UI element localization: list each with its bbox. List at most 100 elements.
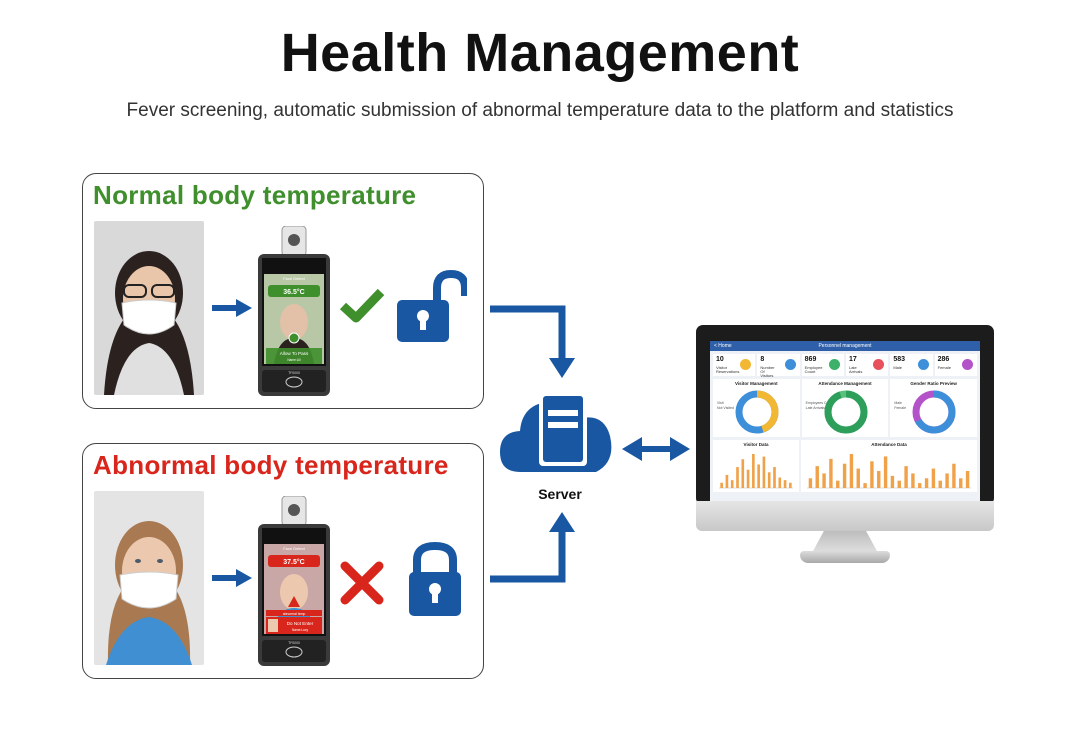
bar xyxy=(883,456,888,488)
bar xyxy=(783,480,787,488)
arrowhead-left xyxy=(622,437,642,461)
monitor-stand xyxy=(812,531,878,553)
status-text-normal: Allow To Pass xyxy=(280,351,309,356)
bar xyxy=(752,454,755,488)
unlocked-icon xyxy=(397,270,467,342)
device-header-abnormal: Face Detect xyxy=(283,546,305,551)
donut-chart xyxy=(824,390,868,434)
bar xyxy=(773,467,776,488)
bar xyxy=(856,468,860,488)
bar xyxy=(778,477,782,488)
bar xyxy=(762,456,766,488)
device-header-normal: Face Detect xyxy=(283,276,305,281)
bar xyxy=(911,473,915,488)
stat-number: 17 xyxy=(848,356,857,363)
arrow-abnormal-to-server xyxy=(490,530,566,583)
bar xyxy=(931,468,936,488)
male-icon xyxy=(917,359,929,370)
female-icon xyxy=(961,359,973,370)
woman-photo-normal xyxy=(94,221,204,395)
arrow-normal-to-server xyxy=(490,305,566,360)
temperature-readout-normal: 36.5°C xyxy=(283,288,304,296)
legend-item: Female xyxy=(894,406,907,410)
server-cloud-icon xyxy=(500,392,612,472)
bar xyxy=(836,480,840,488)
bar xyxy=(829,458,833,488)
attendance-bar-chart xyxy=(807,454,971,489)
bar xyxy=(741,459,745,488)
check-icon xyxy=(339,288,385,323)
stat-number: 10 xyxy=(716,356,724,363)
donut-chart xyxy=(735,390,779,434)
bar xyxy=(730,480,734,488)
woman-photo-abnormal xyxy=(94,491,204,665)
card-title: Gender Ratio Preview xyxy=(910,381,957,386)
bar xyxy=(757,464,760,488)
home-back-link[interactable]: < Home xyxy=(714,343,732,349)
page-title: Health Management xyxy=(280,23,800,83)
arrowhead-normal-down xyxy=(549,358,575,378)
bar xyxy=(720,482,723,488)
arrowhead-right xyxy=(670,437,690,461)
stat-label: Female xyxy=(937,365,951,370)
bar xyxy=(808,478,813,488)
locked-icon xyxy=(409,541,461,616)
stat-label: Employee Count xyxy=(804,365,823,374)
model-text-abnormal: TF0000 xyxy=(288,641,300,645)
legend-item: Not Visited xyxy=(717,406,734,410)
bar xyxy=(767,472,771,488)
bar xyxy=(959,478,963,488)
card-title: Attendance Management xyxy=(818,381,872,386)
bar xyxy=(849,454,854,488)
name-text-abnormal: Name:Lucy xyxy=(292,628,309,632)
card-title: Visitor Data xyxy=(743,442,769,447)
bar xyxy=(736,467,739,488)
stat-label: Number Of Visitors xyxy=(760,365,775,378)
bar xyxy=(952,463,956,488)
donut-segment-primary xyxy=(824,390,868,434)
bar xyxy=(842,463,847,488)
bar-charts-row: Visitor Data Attendance Data xyxy=(713,440,977,492)
temperature-readout-abnormal: 37.5°C xyxy=(283,558,304,566)
stat-number: 869 xyxy=(804,356,817,363)
bar xyxy=(965,471,970,488)
bar xyxy=(746,469,750,488)
attendance-data-card: Attendance Data xyxy=(801,440,977,492)
card-title: Visitor Management xyxy=(734,381,778,386)
arrow-right-icon xyxy=(212,299,252,317)
bar xyxy=(904,466,908,488)
arrowhead-abnormal-up xyxy=(549,512,575,532)
stat-label: Visitor Reservations xyxy=(716,365,740,374)
bar xyxy=(945,473,949,488)
monitor-base xyxy=(800,551,890,563)
normal-panel-title: Normal body temperature xyxy=(93,180,417,210)
bar xyxy=(863,483,867,488)
stat-number: 8 xyxy=(760,356,765,363)
card-title: Attendance Data xyxy=(871,442,907,447)
stat-label: Late Arrivals xyxy=(848,365,863,374)
monitor-chin xyxy=(696,501,994,531)
visitor-bar-chart xyxy=(719,454,793,489)
group-icon xyxy=(828,359,840,370)
server-label: Server xyxy=(538,486,582,502)
running-icon xyxy=(873,359,885,370)
temperature-terminal-normal: Face Detect 36.5°C Allow To Pass Name:Li… xyxy=(258,226,330,396)
normal-temperature-panel: Normal body temperature Face Detect 36.5… xyxy=(82,173,484,409)
donut-segment-primary xyxy=(735,390,779,434)
bar xyxy=(815,466,819,488)
bar xyxy=(924,478,929,488)
name-text-normal: Name:Lili xyxy=(287,358,301,362)
legend-item: Male xyxy=(894,401,902,405)
